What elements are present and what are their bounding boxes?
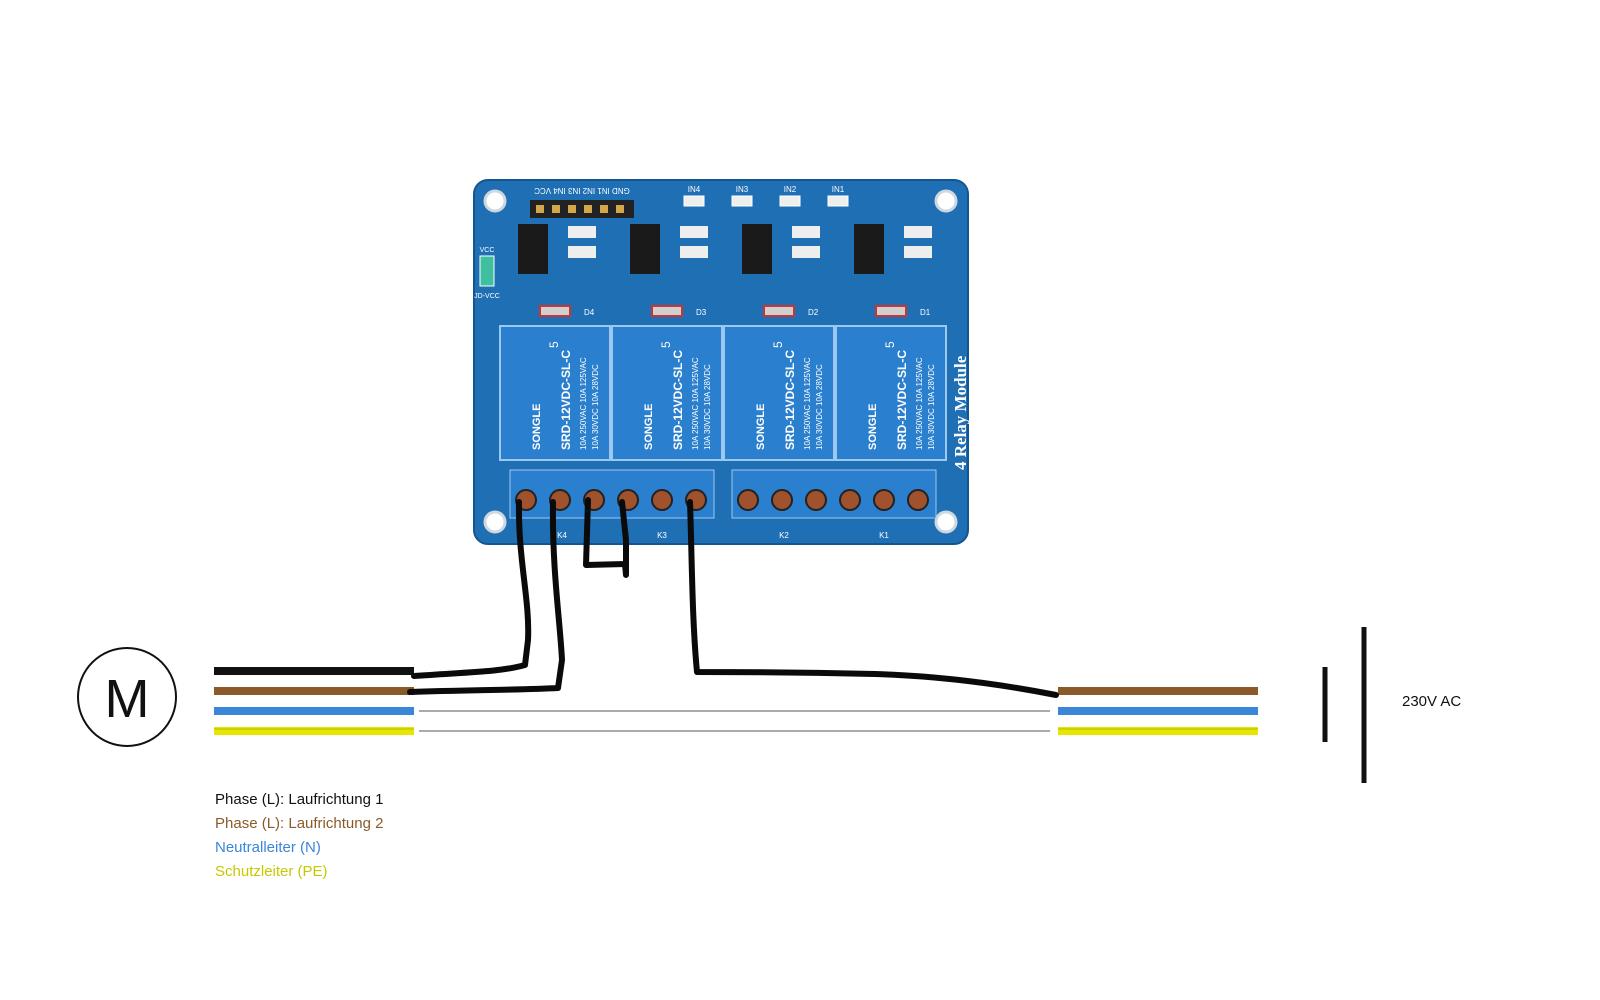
header-pins: [530, 200, 634, 218]
terminal-screw: [771, 489, 793, 511]
terminal-screw: [873, 489, 895, 511]
terminal-label: K3: [657, 531, 667, 540]
relay-rating-ac: 10A 250VAC 10A 125VAC: [579, 357, 588, 450]
terminal-screw: [907, 489, 929, 511]
relay-2: SONGLE SRD-12VDC-SL-C 10A 250VAC 10A 125…: [723, 325, 835, 461]
diode-label: D1: [920, 308, 931, 317]
relay-3: SONGLE SRD-12VDC-SL-C 10A 250VAC 10A 125…: [611, 325, 723, 461]
relay-rating-dc: 10A 30VDC 10A 28VDC: [815, 364, 824, 450]
relay-rating-dc: 10A 30VDC 10A 28VDC: [703, 364, 712, 450]
relay-wiring: [407, 497, 1059, 698]
legend-phase-1: Phase (L): Laufrichtung 1: [215, 791, 384, 808]
driver-components: D4 D3 D2 D1: [518, 224, 932, 317]
wire-legend: Phase (L): Laufrichtung 1 Phase (L): Lau…: [215, 788, 383, 884]
supply-cable: [1058, 687, 1258, 735]
mount-hole: [483, 510, 507, 534]
diode: [763, 305, 795, 317]
terminal-screw: [805, 489, 827, 511]
relay-rating-ac: 10A 250VAC 10A 125VAC: [915, 357, 924, 450]
resistor: [568, 226, 596, 238]
resistor: [680, 246, 708, 258]
resistor: [792, 226, 820, 238]
led-indicator: [731, 195, 753, 207]
relay-model: SRD-12VDC-SL-C: [559, 350, 573, 450]
optocoupler: [630, 224, 660, 274]
diode: [875, 305, 907, 317]
terminal-screw: [839, 489, 861, 511]
relay-4: SONGLE SRD-12VDC-SL-C 10A 250VAC 10A 125…: [499, 325, 611, 461]
resistor: [904, 246, 932, 258]
relay-rating-ac: 10A 250VAC 10A 125VAC: [803, 357, 812, 450]
relay-rating-dc: 10A 30VDC 10A 28VDC: [927, 364, 936, 450]
relay-brand: SONGLE: [643, 404, 655, 450]
relay-number: 5: [771, 341, 785, 348]
resistor: [568, 246, 596, 258]
jd-vcc-jumper: [479, 255, 495, 287]
relay-brand: SONGLE: [755, 404, 767, 450]
motor-cable: [214, 667, 414, 735]
resistor: [680, 226, 708, 238]
relay-model: SRD-12VDC-SL-C: [783, 350, 797, 450]
optocoupler: [854, 224, 884, 274]
board-title: 4 Relay Module: [951, 355, 970, 470]
resistor: [792, 246, 820, 258]
wire-direction-1: [411, 499, 532, 679]
optocoupler: [518, 224, 548, 274]
terminal-screw: [651, 489, 673, 511]
led-indicator: [779, 195, 801, 207]
led-label: IN3: [736, 185, 749, 194]
relay-1: SONGLE SRD-12VDC-SL-C 10A 250VAC 10A 125…: [835, 325, 947, 461]
terminal-label: K2: [779, 531, 789, 540]
diode-label: D3: [696, 308, 707, 317]
relay-model: SRD-12VDC-SL-C: [671, 350, 685, 450]
led-row: IN4 IN3 IN2 IN1: [683, 185, 849, 207]
motor-label: M: [105, 669, 150, 729]
relay-module: GND IN1 IN2 IN3 IN4 VCC VCC JD-VCC IN4 I…: [473, 179, 970, 545]
header-pin-label: GND IN1 IN2 IN3 IN4 VCC: [534, 186, 630, 195]
led-label: IN1: [832, 185, 845, 194]
legend-protective-earth: Schutzleiter (PE): [215, 863, 328, 880]
mount-hole: [483, 189, 507, 213]
relay-row: SONGLE SRD-12VDC-SL-C 10A 250VAC 10A 125…: [499, 325, 947, 461]
diode-label: D2: [808, 308, 819, 317]
supply-symbol: [1322, 627, 1367, 783]
jumper-top-label: VCC: [480, 247, 495, 254]
relay-number: 5: [883, 341, 897, 348]
relay-rating-ac: 10A 250VAC 10A 125VAC: [691, 357, 700, 450]
supply-voltage-label: 230V AC: [1402, 693, 1462, 710]
relay-number: 5: [659, 341, 673, 348]
terminal-blocks: K4 K3 K2 K1: [509, 469, 937, 540]
wire-supply-phase: [687, 499, 1059, 698]
terminal-label: K1: [879, 531, 889, 540]
resistor: [904, 226, 932, 238]
led-indicator: [827, 195, 849, 207]
diode: [651, 305, 683, 317]
mount-hole: [934, 510, 958, 534]
legend-neutral: Neutralleiter (N): [215, 839, 321, 856]
terminal-label: K4: [557, 531, 567, 540]
led-label: IN2: [784, 185, 797, 194]
diode-label: D4: [584, 308, 595, 317]
optocoupler: [742, 224, 772, 274]
terminal-screw: [737, 489, 759, 511]
jumper-bottom-label: JD-VCC: [474, 293, 500, 300]
relay-rating-dc: 10A 30VDC 10A 28VDC: [591, 364, 600, 450]
legend-phase-2: Phase (L): Laufrichtung 2: [215, 815, 384, 832]
wire-bridge: [583, 497, 629, 578]
diode: [539, 305, 571, 317]
relay-model: SRD-12VDC-SL-C: [895, 350, 909, 450]
wire-direction-2: [407, 499, 565, 695]
relay-brand: SONGLE: [531, 404, 543, 450]
led-indicator: [683, 195, 705, 207]
led-label: IN4: [688, 185, 701, 194]
relay-number: 5: [547, 341, 561, 348]
motor-symbol: M: [77, 647, 177, 747]
relay-brand: SONGLE: [867, 404, 879, 450]
mount-hole: [934, 189, 958, 213]
